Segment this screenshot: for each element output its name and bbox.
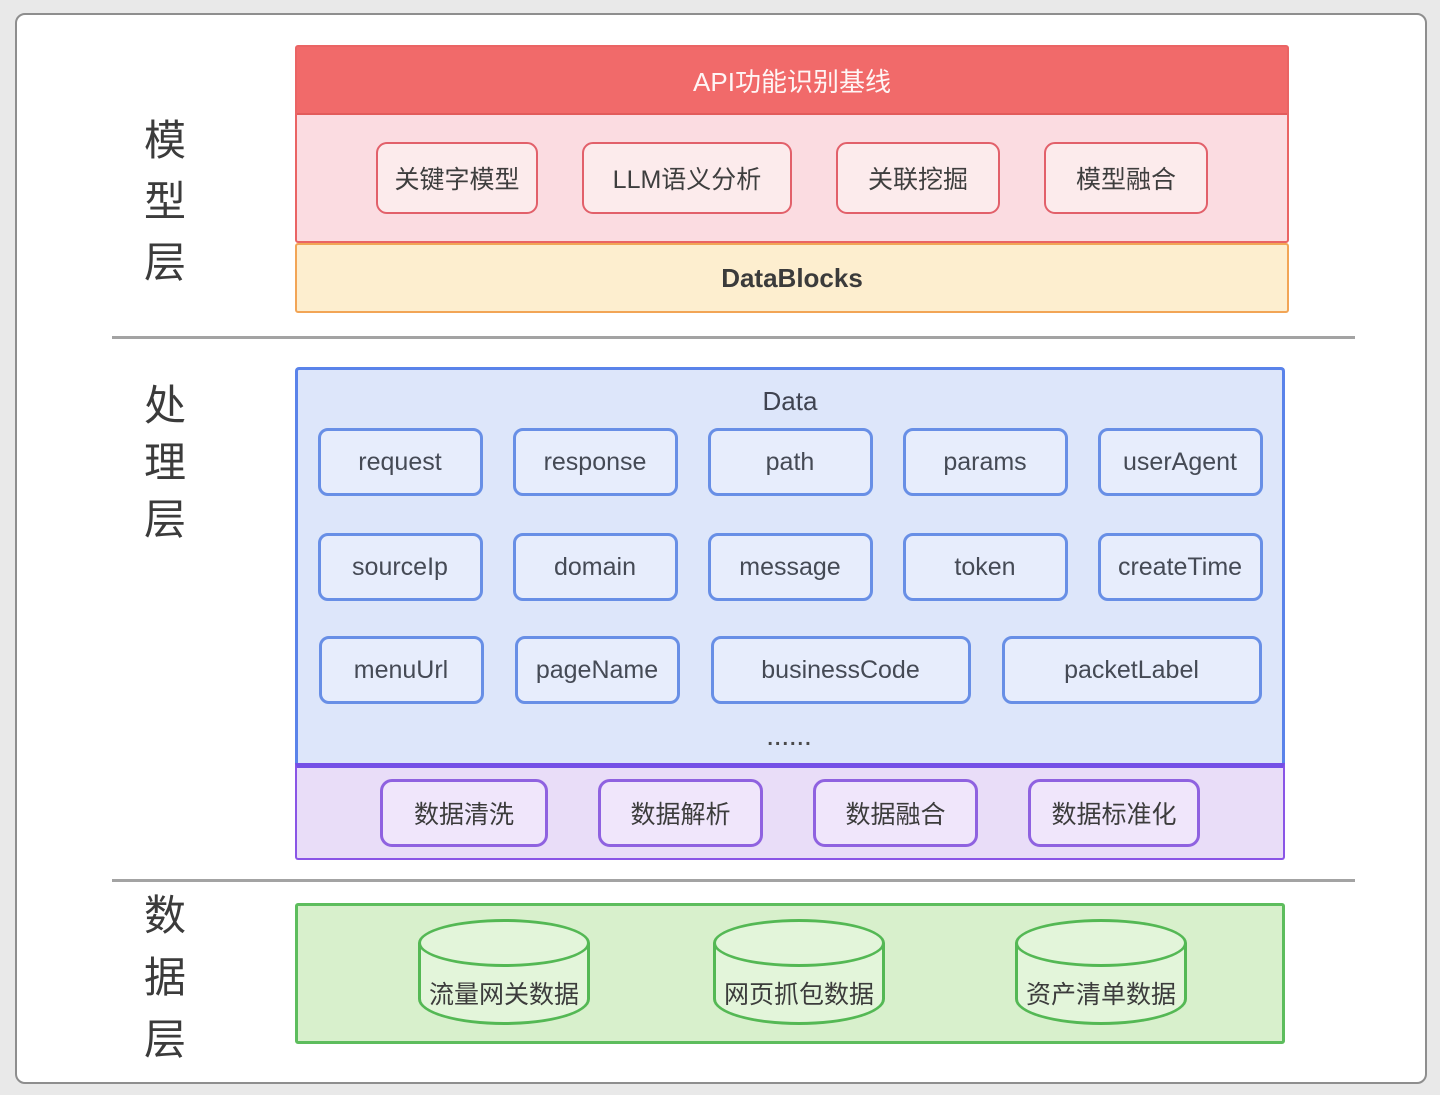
field-chip-request: request [317,428,483,496]
process-band: 数据清洗 数据解析 数据融合 数据标准化 [295,763,1285,860]
process-chip-parsing: 数据解析 [598,779,763,847]
model-chip-association: 关联挖掘 [836,142,1000,214]
database-icon [713,919,885,967]
field-chip-params: params [902,428,1068,496]
field-chip-createtime: createTime [1097,533,1263,601]
model-chip-row: 关键字模型 LLM语义分析 关联挖掘 模型融合 [297,115,1287,241]
diagram-card: 模型层 处理层 数据层 API功能识别基线 关键字模型 LLM语义分析 关联挖掘… [15,13,1427,1084]
field-row-1: request response path params userAgent [317,428,1263,496]
process-chip-cleaning: 数据清洗 [380,779,548,847]
processing-layer-label: 处理层 [143,382,186,543]
data-container: Data request response path params userAg… [295,367,1285,763]
field-row-2: sourceIp domain message token createTime [317,533,1263,601]
data-layer-label: 数据层 [143,892,186,1063]
data-layer-group: 流量网关数据 网页抓包数据 资产清单数据 [295,903,1285,1044]
divider-processing-data [112,879,1355,882]
model-chip-keyword: 关键字模型 [376,142,538,214]
database-label-webcapture: 网页抓包数据 [723,981,875,1009]
data-title: Data [762,385,818,416]
field-chip-businesscode: businessCode [710,636,971,704]
datablocks-band: DataBlocks [295,243,1289,313]
field-chip-response: response [512,428,678,496]
process-chip-fusion: 数据融合 [813,779,978,847]
processing-layer-group: Data request response path params userAg… [295,367,1285,860]
field-chip-sourceip: sourceIp [317,533,483,601]
field-chip-menuurl: menuUrl [318,636,484,704]
field-chip-domain: domain [512,533,678,601]
field-chip-message: message [707,533,873,601]
model-chip-fusion: 模型融合 [1044,142,1208,214]
database-cylinder-assets: 资产清单数据 [1015,919,1187,1025]
divider-model-processing [112,336,1355,339]
process-chip-standardization: 数据标准化 [1028,779,1200,847]
model-layer-label: 模型层 [143,117,186,286]
database-icon [1015,919,1187,967]
api-baseline-header: API功能识别基线 [297,47,1287,115]
database-label-gateway: 流量网关数据 [428,981,580,1009]
database-label-assets: 资产清单数据 [1025,981,1177,1009]
model-layer-group: API功能识别基线 关键字模型 LLM语义分析 关联挖掘 模型融合 [295,45,1289,243]
model-chip-llm: LLM语义分析 [582,142,792,214]
field-row-3: menuUrl pageName businessCode packetLabe… [318,636,1262,704]
field-chip-pagename: pageName [514,636,680,704]
field-chip-token: token [902,533,1068,601]
database-cylinder-gateway: 流量网关数据 [418,919,590,1025]
field-chip-path: path [707,428,873,496]
database-icon [418,919,590,967]
fields-ellipsis: ...... [767,728,813,750]
database-cylinder-webcapture: 网页抓包数据 [713,919,885,1025]
field-chip-useragent: userAgent [1097,428,1263,496]
field-chip-packetlabel: packetLabel [1001,636,1262,704]
